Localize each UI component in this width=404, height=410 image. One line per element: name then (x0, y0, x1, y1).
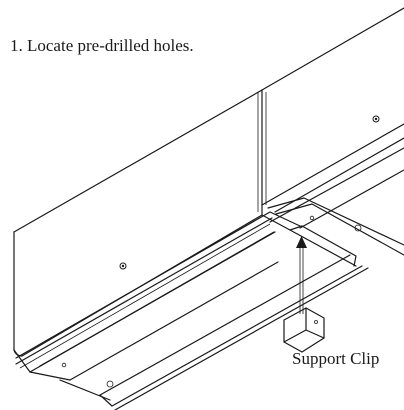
support-clip (283, 307, 325, 353)
left-base-rails (13, 211, 369, 410)
pre-drilled-hole-left (119, 262, 127, 270)
support-clip-label: Support Clip (292, 349, 380, 368)
pre-drilled-hole-right (372, 115, 380, 123)
base-hole-1 (61, 362, 67, 368)
right-fascia-panel (261, 7, 404, 206)
base-hole-2 (106, 380, 114, 388)
up-arrow-icon (296, 236, 307, 314)
left-fascia-panel (13, 89, 263, 357)
base-hole-3 (309, 215, 315, 221)
joint-channel (261, 137, 404, 267)
instruction-step-text: 1. Locate pre-drilled holes. (10, 36, 194, 55)
